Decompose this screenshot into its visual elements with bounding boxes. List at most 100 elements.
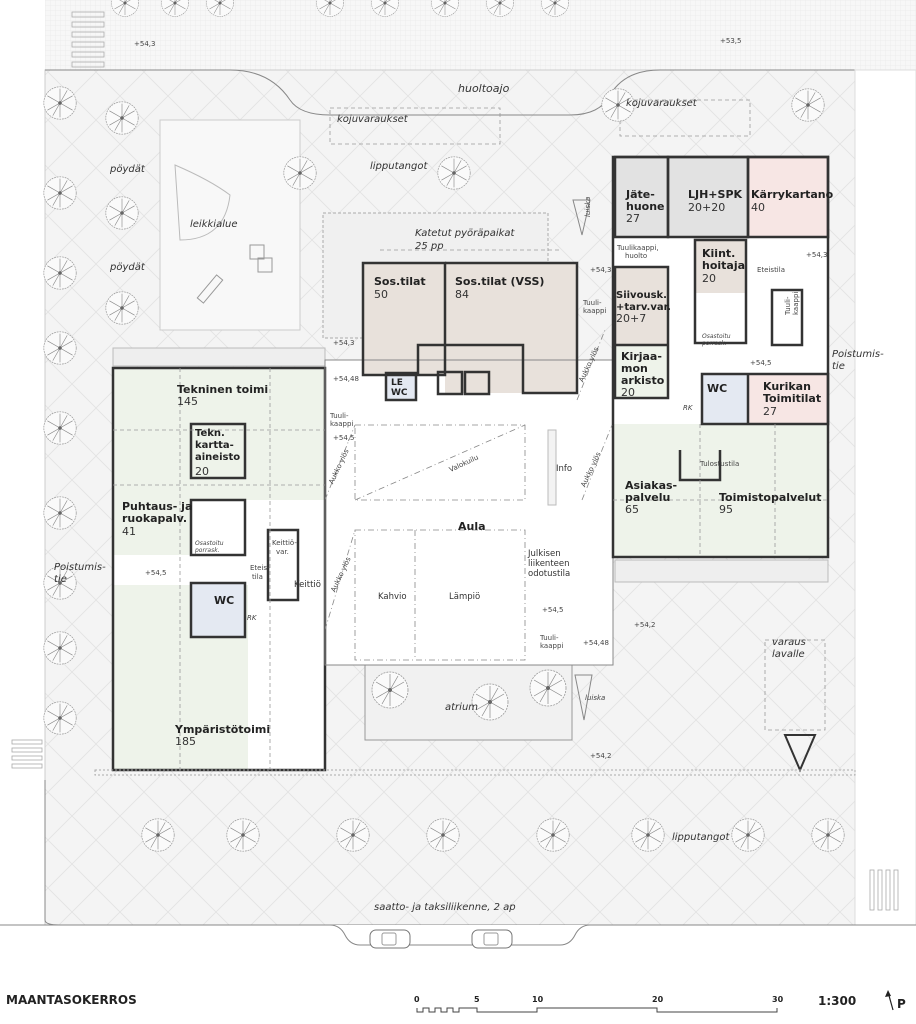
svg-text:Siivousk.+tarv.var.: Siivousk.+tarv.var. xyxy=(616,290,671,313)
service-road-edge xyxy=(45,69,855,116)
label-leikkialue: leikkialue xyxy=(190,219,237,230)
label-kojuvaraukset-right: kojuvaraukset xyxy=(626,98,698,109)
svg-text:41: 41 xyxy=(122,525,136,538)
svg-text:27: 27 xyxy=(626,212,640,225)
site-edge xyxy=(854,69,916,926)
level-545-south: +54,5 xyxy=(542,606,563,614)
room-aula: Aula xyxy=(458,520,486,533)
label-poydat: pöydät xyxy=(109,164,146,175)
svg-text:185: 185 xyxy=(175,735,196,748)
level-542-east: +54,2 xyxy=(634,621,655,629)
label-tuulikaappi-south: Tuuli- xyxy=(539,634,559,642)
room-sos-tilat-vss: Sos.tilat (VSS)84 xyxy=(455,275,544,301)
level-545-right: +54,5 xyxy=(750,359,771,367)
stage-reservation xyxy=(764,639,826,731)
grid-lines xyxy=(113,249,828,770)
label-tuulikaappi-mid: Tuuli- xyxy=(582,299,602,307)
svg-text:50: 50 xyxy=(374,288,388,301)
label-keittio-var: Keittiö- xyxy=(272,539,297,547)
level-542-south: +54,2 xyxy=(590,752,611,760)
svg-text:Sos.tilat: Sos.tilat xyxy=(374,275,426,288)
svg-text:Toimistopalvelut: Toimistopalvelut xyxy=(719,491,822,504)
drawing-title: MAANTASOKERROS xyxy=(6,993,137,1007)
ramp-top xyxy=(572,199,591,236)
sculpture xyxy=(783,734,817,773)
svg-text:Ympäristötoimi: Ympäristötoimi xyxy=(174,723,270,736)
svg-text:20+20: 20+20 xyxy=(688,201,725,214)
level-top-left: +54,3 xyxy=(134,40,155,48)
svg-text:Tuulikaappi,huolto: Tuulikaappi,huolto xyxy=(616,244,659,260)
svg-text:Tuuli-kaappi: Tuuli-kaappi xyxy=(582,299,606,315)
label-luiska-bottom: luiska xyxy=(585,694,605,702)
svg-text:20: 20 xyxy=(621,386,635,399)
atrium-tree xyxy=(529,669,567,707)
label-osastoitu-right: Osastoitu xyxy=(702,333,731,340)
level-5448-south: +54,48 xyxy=(583,639,609,647)
svg-text:Asiakas-palvelu: Asiakas-palvelu xyxy=(625,479,677,504)
parked-car xyxy=(471,929,513,949)
room-siivousk: Siivousk.+tarv.var.20+7 xyxy=(616,290,671,325)
label-kahvio: Kahvio xyxy=(378,592,407,602)
label-poistumistie-left: Poistumis- xyxy=(54,562,106,573)
level-543-left: +54,3 xyxy=(333,339,354,347)
svg-text:Tuuli-kaappi: Tuuli-kaappi xyxy=(539,634,563,650)
label-tuulikaappi-huolto: Tuulikaappi, xyxy=(616,244,659,252)
label-eteistila-left: Eteis- xyxy=(250,564,270,572)
crosswalk xyxy=(11,11,899,911)
info-desk xyxy=(547,429,557,506)
svg-text:95: 95 xyxy=(719,503,733,516)
room-wc-left: WC xyxy=(214,594,234,607)
level-top-right: +53,5 xyxy=(720,37,741,45)
stall-reservations xyxy=(329,107,501,145)
svg-text:Tekninen toimi: Tekninen toimi xyxy=(177,383,268,396)
label-poistumistie-right: Poistumis- xyxy=(832,349,884,360)
label-info: Info xyxy=(556,464,572,474)
label-tulostustila: Tulostustila xyxy=(699,460,739,468)
label-atrium: atrium xyxy=(445,702,478,713)
sandbox xyxy=(174,164,231,241)
svg-text:Poistumis-tie: Poistumis-tie xyxy=(832,349,884,372)
level-543-right: +54,3 xyxy=(806,251,827,259)
level-5448-north: +54,48 xyxy=(333,375,359,383)
svg-text:LJH+SPK: LJH+SPK xyxy=(688,188,743,201)
svg-text:30: 30 xyxy=(772,995,784,1004)
svg-text:Kiint.hoitaja: Kiint.hoitaja xyxy=(702,247,745,272)
playground-area xyxy=(159,119,301,331)
label-kojuvaraukset: kojuvaraukset xyxy=(337,114,409,125)
svg-text:Eteis-tila: Eteis-tila xyxy=(250,564,270,581)
label-rk-right: RK xyxy=(683,404,694,412)
label-katetut-pyorapaikat: Katetut pyöräpaikat xyxy=(415,228,516,239)
svg-text:20: 20 xyxy=(702,272,716,285)
svg-text:10: 10 xyxy=(532,995,544,1004)
label-osastoitu-left: Osastoitu xyxy=(195,540,224,547)
svg-text:20+7: 20+7 xyxy=(616,312,646,325)
svg-text:40: 40 xyxy=(751,201,765,214)
level-545-left: +54,5 xyxy=(145,569,166,577)
label-eteistila: Eteistila xyxy=(757,266,785,274)
ramp-bottom xyxy=(574,674,593,721)
label-odotustila: Julkisen xyxy=(527,549,561,559)
svg-text:84: 84 xyxy=(455,288,469,301)
drop-off-road xyxy=(0,925,916,970)
atrium-tree xyxy=(371,671,409,709)
curb xyxy=(0,924,916,946)
svg-text:Sos.tilat (VSS): Sos.tilat (VSS) xyxy=(455,275,544,288)
label-saatto-taksi: saatto- ja taksiliikenne, 2 ap xyxy=(374,902,516,913)
